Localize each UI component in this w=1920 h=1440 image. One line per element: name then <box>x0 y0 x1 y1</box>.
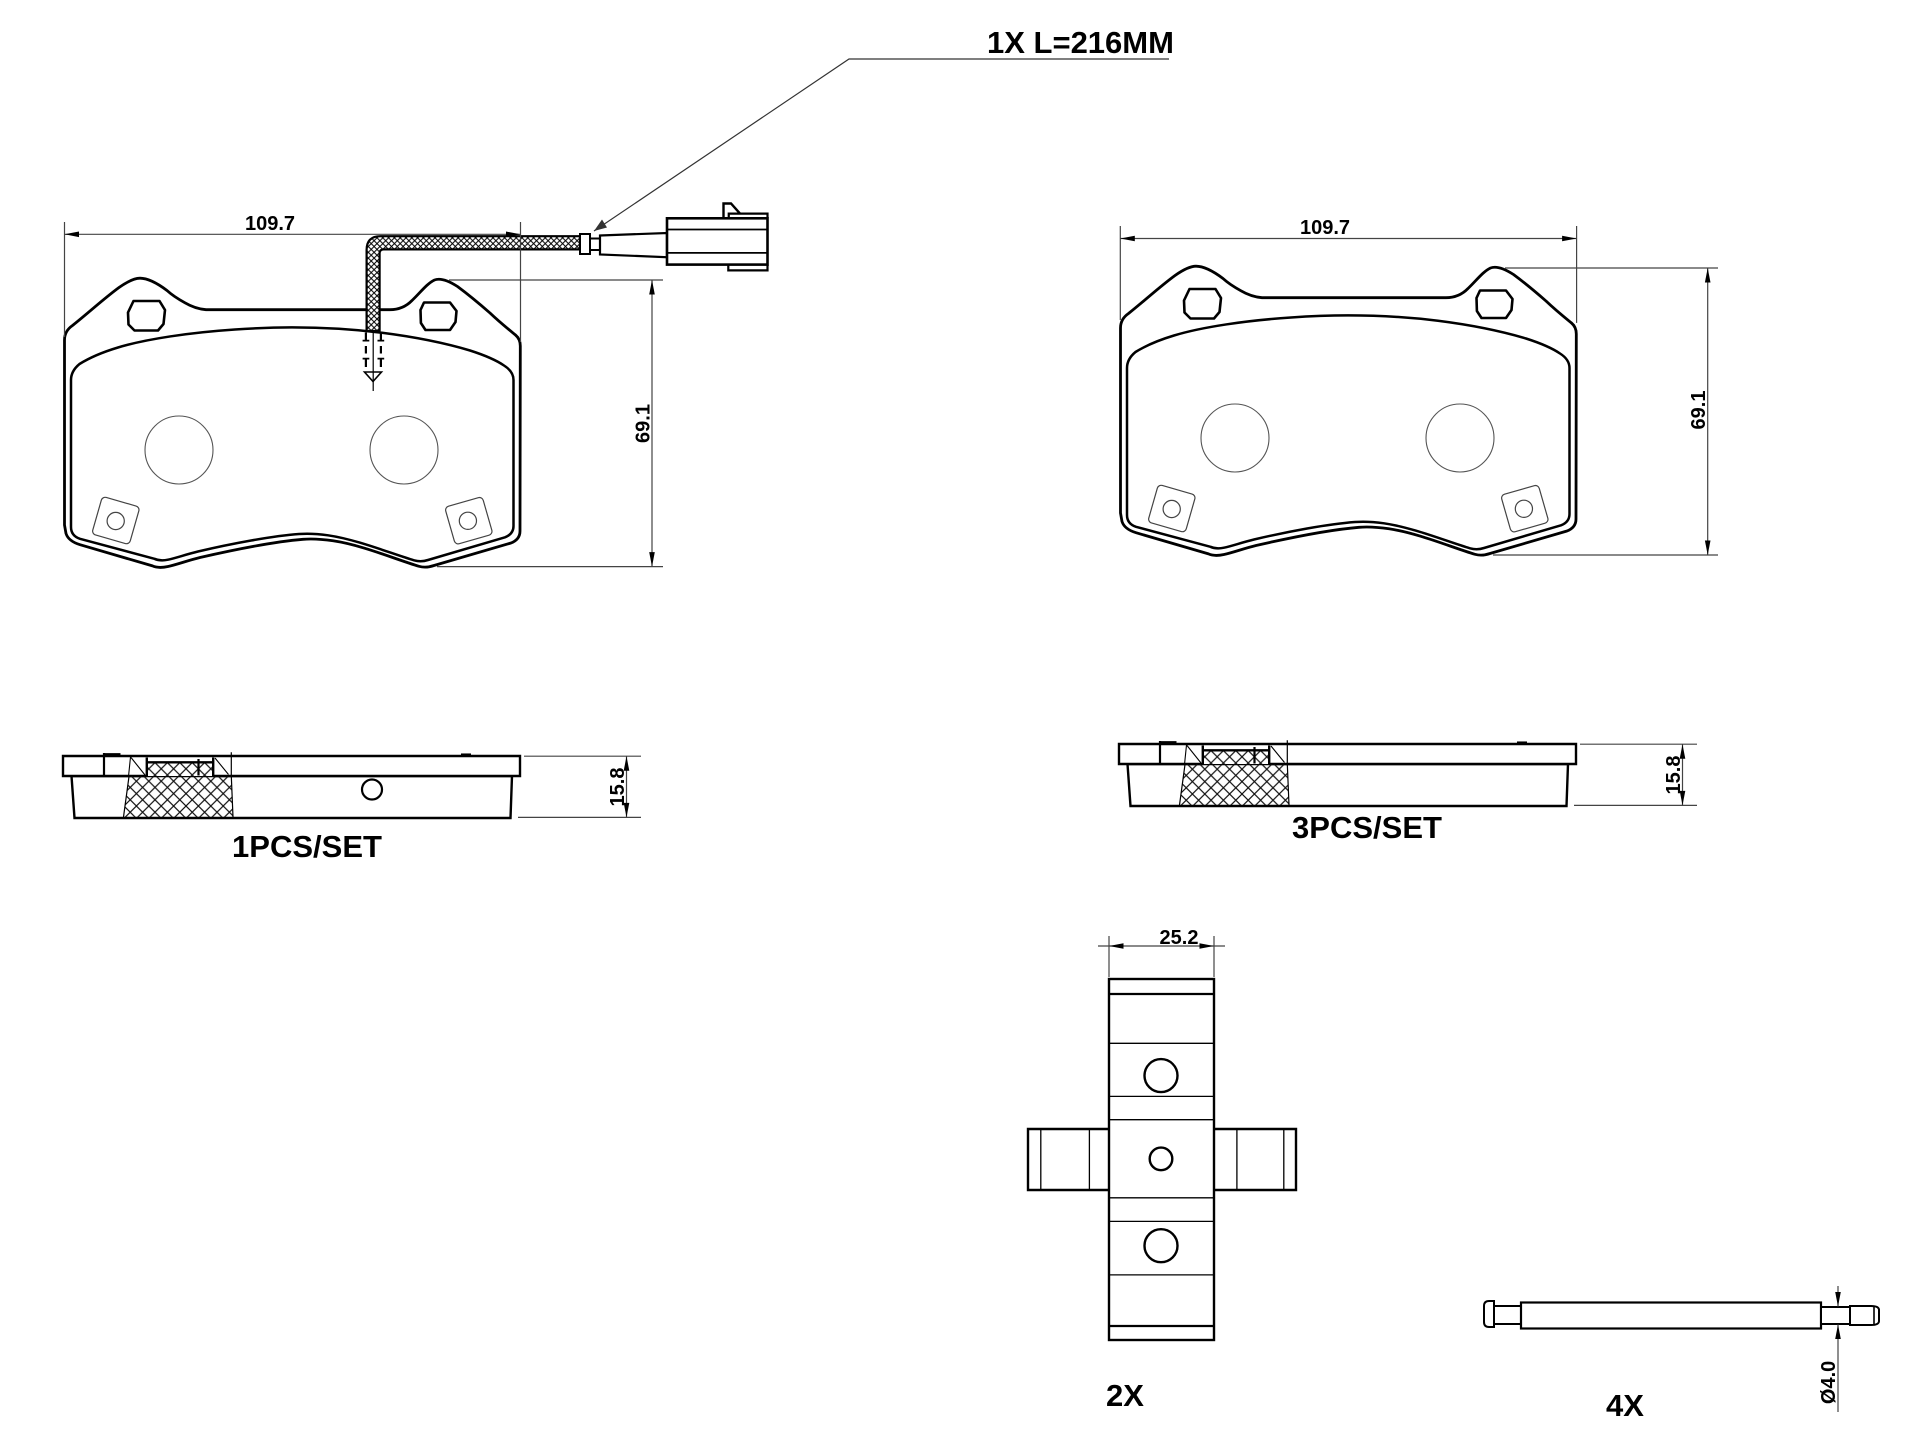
svg-text:109.7: 109.7 <box>1300 217 1350 239</box>
svg-text:Ø4.0: Ø4.0 <box>1818 1361 1840 1404</box>
svg-text:69.1: 69.1 <box>633 404 655 443</box>
svg-text:15.8: 15.8 <box>1663 756 1685 795</box>
svg-text:109.7: 109.7 <box>245 213 295 235</box>
svg-text:15.8: 15.8 <box>607 768 629 807</box>
svg-text:1PCS/SET: 1PCS/SET <box>232 829 382 864</box>
svg-text:25.2: 25.2 <box>1160 927 1199 949</box>
svg-text:1X L=216MM: 1X L=216MM <box>987 25 1174 60</box>
svg-text:2X: 2X <box>1106 1378 1144 1413</box>
svg-text:3PCS/SET: 3PCS/SET <box>1292 810 1442 845</box>
svg-text:69.1: 69.1 <box>1688 391 1710 430</box>
svg-text:4X: 4X <box>1606 1388 1644 1423</box>
